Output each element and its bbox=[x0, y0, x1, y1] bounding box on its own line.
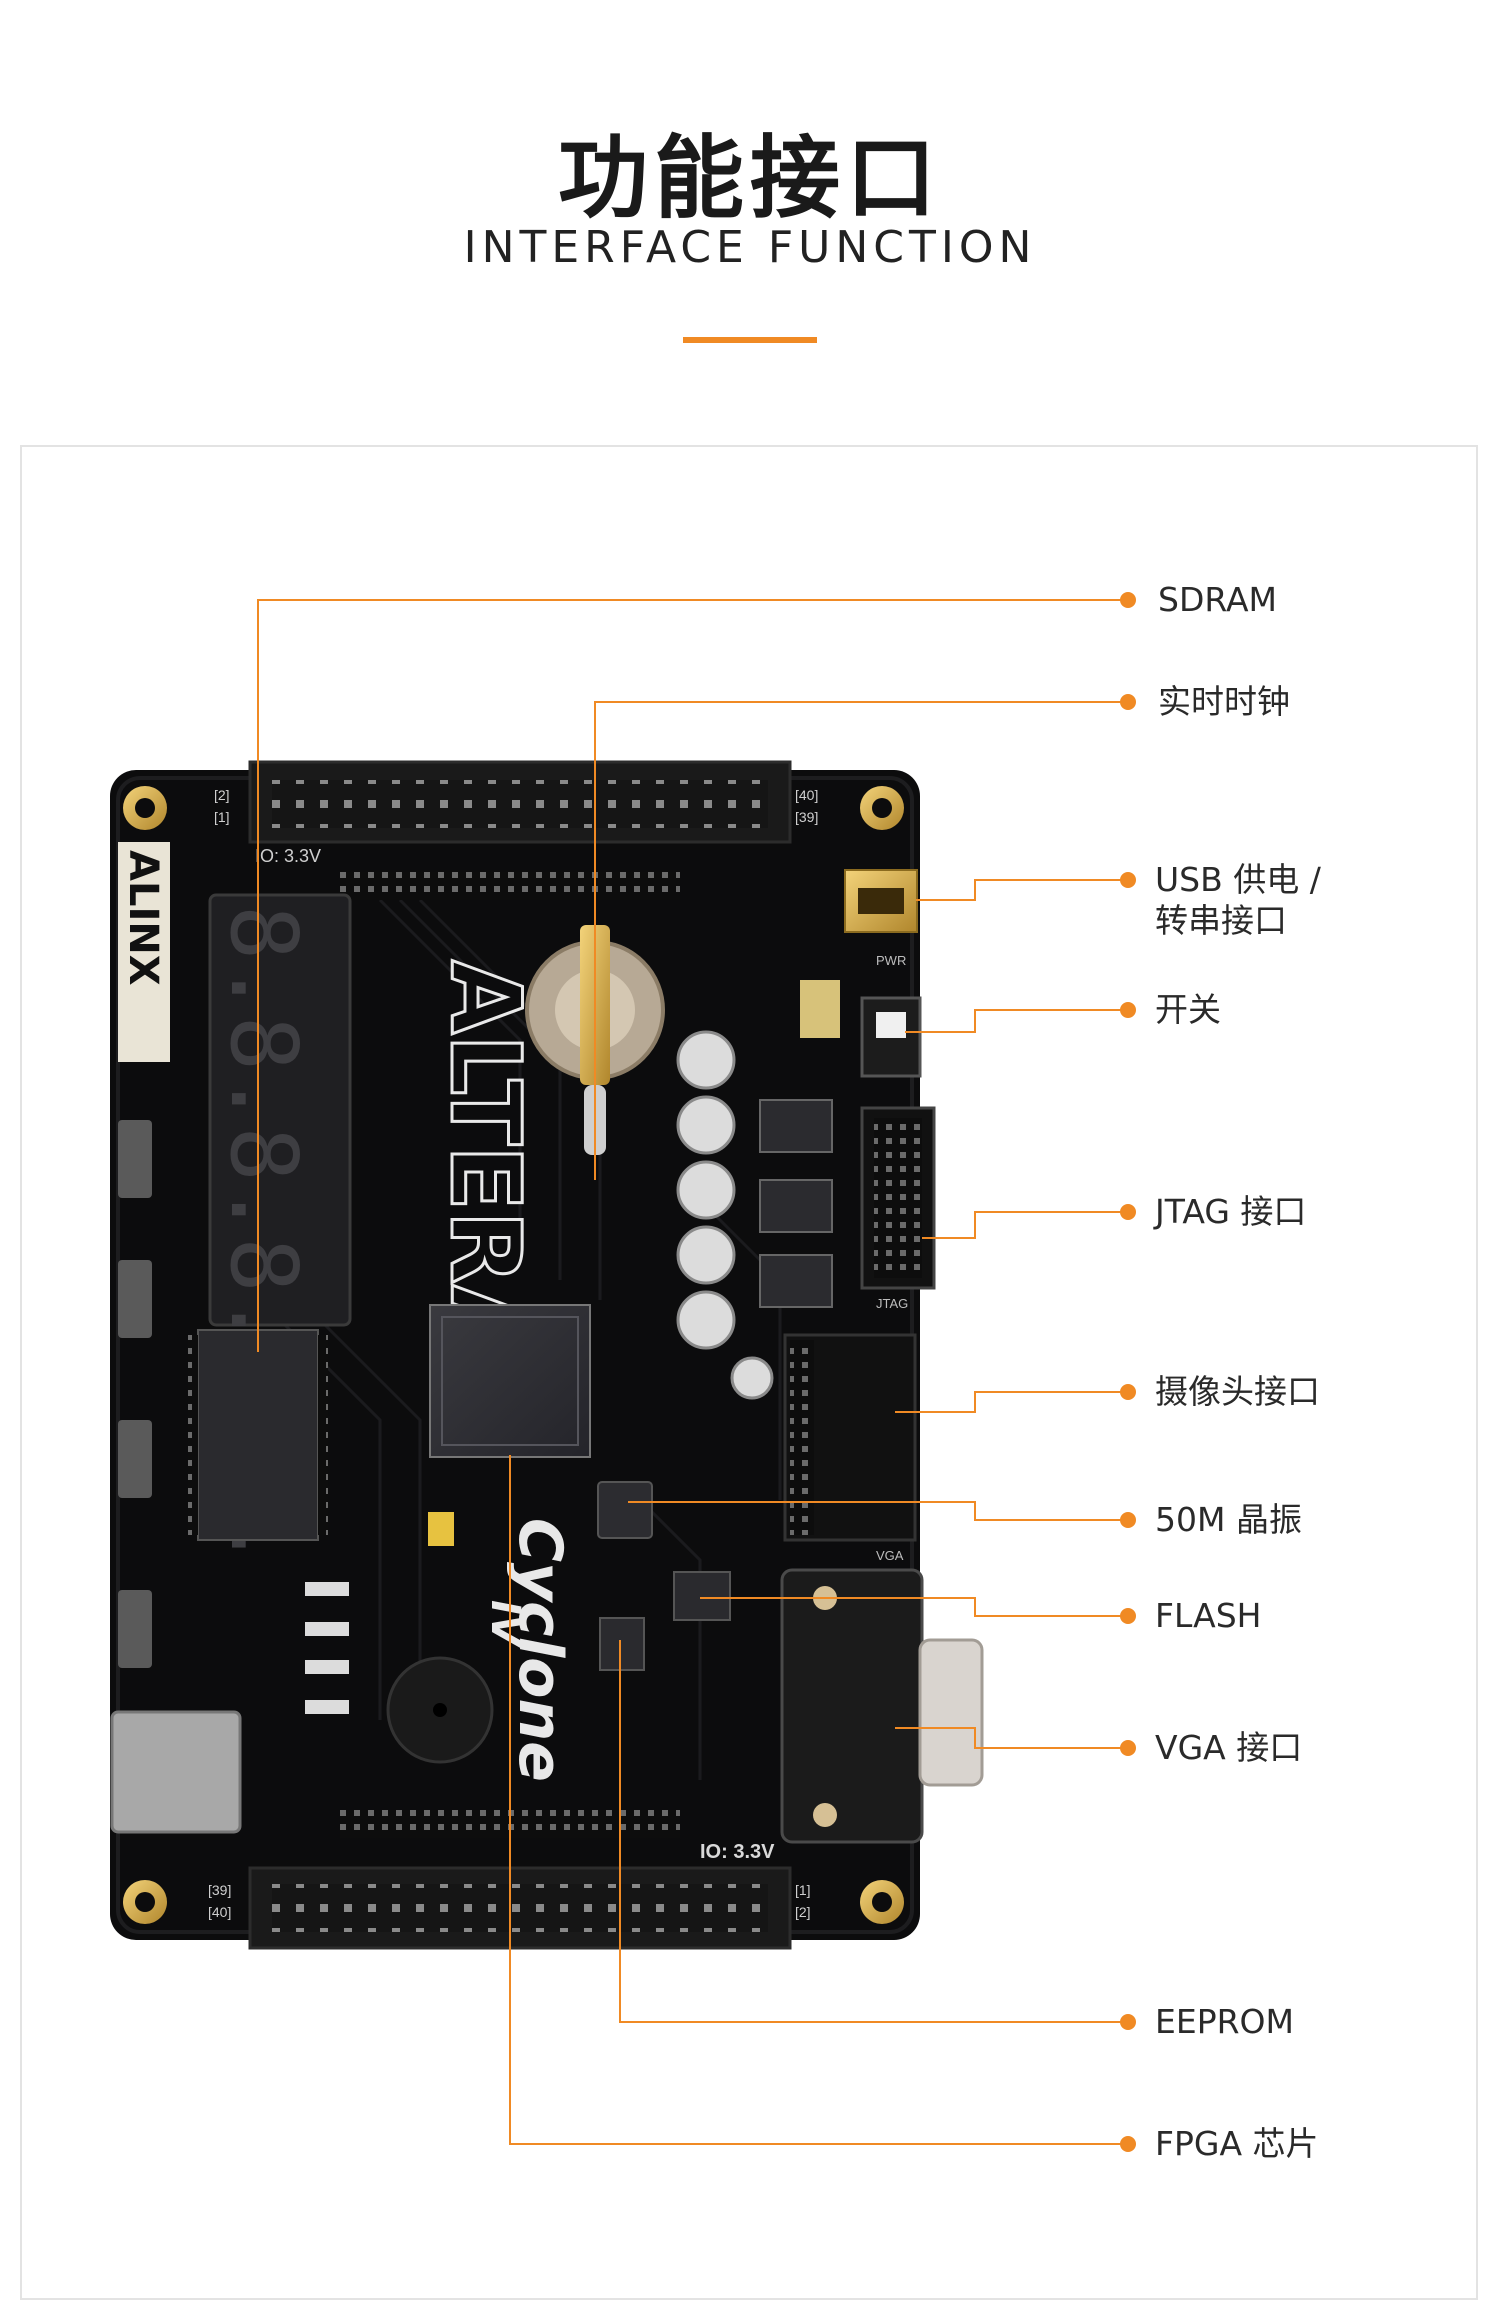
label-camera: 摄像头接口 bbox=[1155, 1372, 1320, 1411]
line-eeprom bbox=[619, 1640, 1125, 2023]
oscillator bbox=[597, 1481, 653, 1539]
pin-row-top bbox=[340, 872, 680, 900]
label-flash: FLASH bbox=[1155, 1596, 1262, 1635]
eeprom-chip bbox=[599, 1617, 645, 1671]
label-rtc: 实时时钟 bbox=[1158, 682, 1290, 721]
cyclone-logo-suffix: IV bbox=[482, 1600, 528, 1649]
pin-label-bottom-right-1: [1] bbox=[795, 1882, 811, 1898]
line-camera bbox=[895, 1391, 1125, 1413]
pin-label-top-right-40: [40] bbox=[795, 787, 818, 803]
pin-label-bottom-left-39: [39] bbox=[208, 1882, 231, 1898]
line-vga bbox=[895, 1727, 1125, 1749]
bottom-pin-header bbox=[248, 1866, 792, 1950]
io-voltage-top: IO: 3.3V bbox=[255, 846, 321, 866]
vga-connector bbox=[780, 1568, 984, 1844]
pwr-label: PWR bbox=[876, 953, 906, 968]
power-switch bbox=[860, 996, 922, 1078]
pin-label-bottom-right-2: [2] bbox=[795, 1904, 811, 1920]
push-buttons bbox=[118, 1120, 152, 1668]
line-usb bbox=[916, 879, 1125, 901]
pin-label-bottom-left-40: [40] bbox=[208, 1904, 231, 1920]
mounting-holes bbox=[123, 786, 904, 1924]
alinx-brand: ALINX bbox=[118, 842, 170, 1062]
label-osc: 50M 晶振 bbox=[1155, 1500, 1302, 1539]
jtag-label: JTAG bbox=[876, 1296, 908, 1311]
label-switch: 开关 bbox=[1155, 990, 1221, 1029]
diagram-frame bbox=[20, 445, 1478, 2300]
label-usb-line2: 转串接口 bbox=[1155, 901, 1287, 940]
callout-lines bbox=[257, 599, 1125, 2145]
capacitors bbox=[676, 1030, 774, 1400]
sd-card-slot bbox=[110, 1710, 242, 1834]
alinx-logo-text: ALINX bbox=[120, 850, 166, 986]
callout-dots bbox=[1120, 592, 1136, 2152]
io-voltage-bottom: IO: 3.3V bbox=[700, 1841, 775, 1863]
label-jtag: JTAG 接口 bbox=[1155, 1192, 1307, 1231]
label-fpga: FPGA 芯片 bbox=[1155, 2124, 1319, 2163]
led-row bbox=[305, 1582, 349, 1714]
line-jtag bbox=[922, 1211, 1125, 1239]
page-title: 功能接口 bbox=[558, 126, 942, 231]
flash-chip bbox=[673, 1571, 731, 1621]
pin-label-top-right-39: [39] bbox=[795, 809, 818, 825]
altera-logo: ALTERA bbox=[429, 960, 541, 1359]
label-sdram: SDRAM bbox=[1158, 580, 1277, 619]
top-pin-header bbox=[248, 760, 792, 844]
buzzer-hole bbox=[433, 1703, 447, 1717]
pin-label-top-left-2: [2] bbox=[214, 787, 230, 803]
fpga-chip bbox=[429, 1304, 591, 1458]
jtag-header bbox=[860, 1106, 936, 1290]
line-fpga bbox=[509, 1455, 1125, 2145]
cyclone-logo: Cyclone bbox=[505, 1518, 575, 1782]
line-rtc bbox=[594, 701, 1125, 1180]
title-underline bbox=[683, 337, 817, 343]
label-vga: VGA 接口 bbox=[1155, 1728, 1303, 1767]
usb-port bbox=[844, 869, 918, 933]
page-subtitle: INTERFACE FUNCTION bbox=[463, 222, 1037, 273]
jumper bbox=[428, 1512, 454, 1546]
vga-label: VGA bbox=[876, 1548, 904, 1563]
line-osc bbox=[628, 1501, 1125, 1521]
regulators bbox=[759, 980, 840, 1308]
pin-label-top-left-1: [1] bbox=[214, 809, 230, 825]
sdram-chip bbox=[188, 1329, 328, 1541]
camera-header bbox=[783, 1333, 917, 1542]
line-flash bbox=[700, 1597, 1125, 1617]
line-sdram bbox=[257, 599, 1125, 1352]
line-switch bbox=[905, 1009, 1125, 1033]
label-eeprom: EEPROM bbox=[1155, 2002, 1294, 2041]
label-usb: USB 供电 / bbox=[1155, 860, 1321, 899]
